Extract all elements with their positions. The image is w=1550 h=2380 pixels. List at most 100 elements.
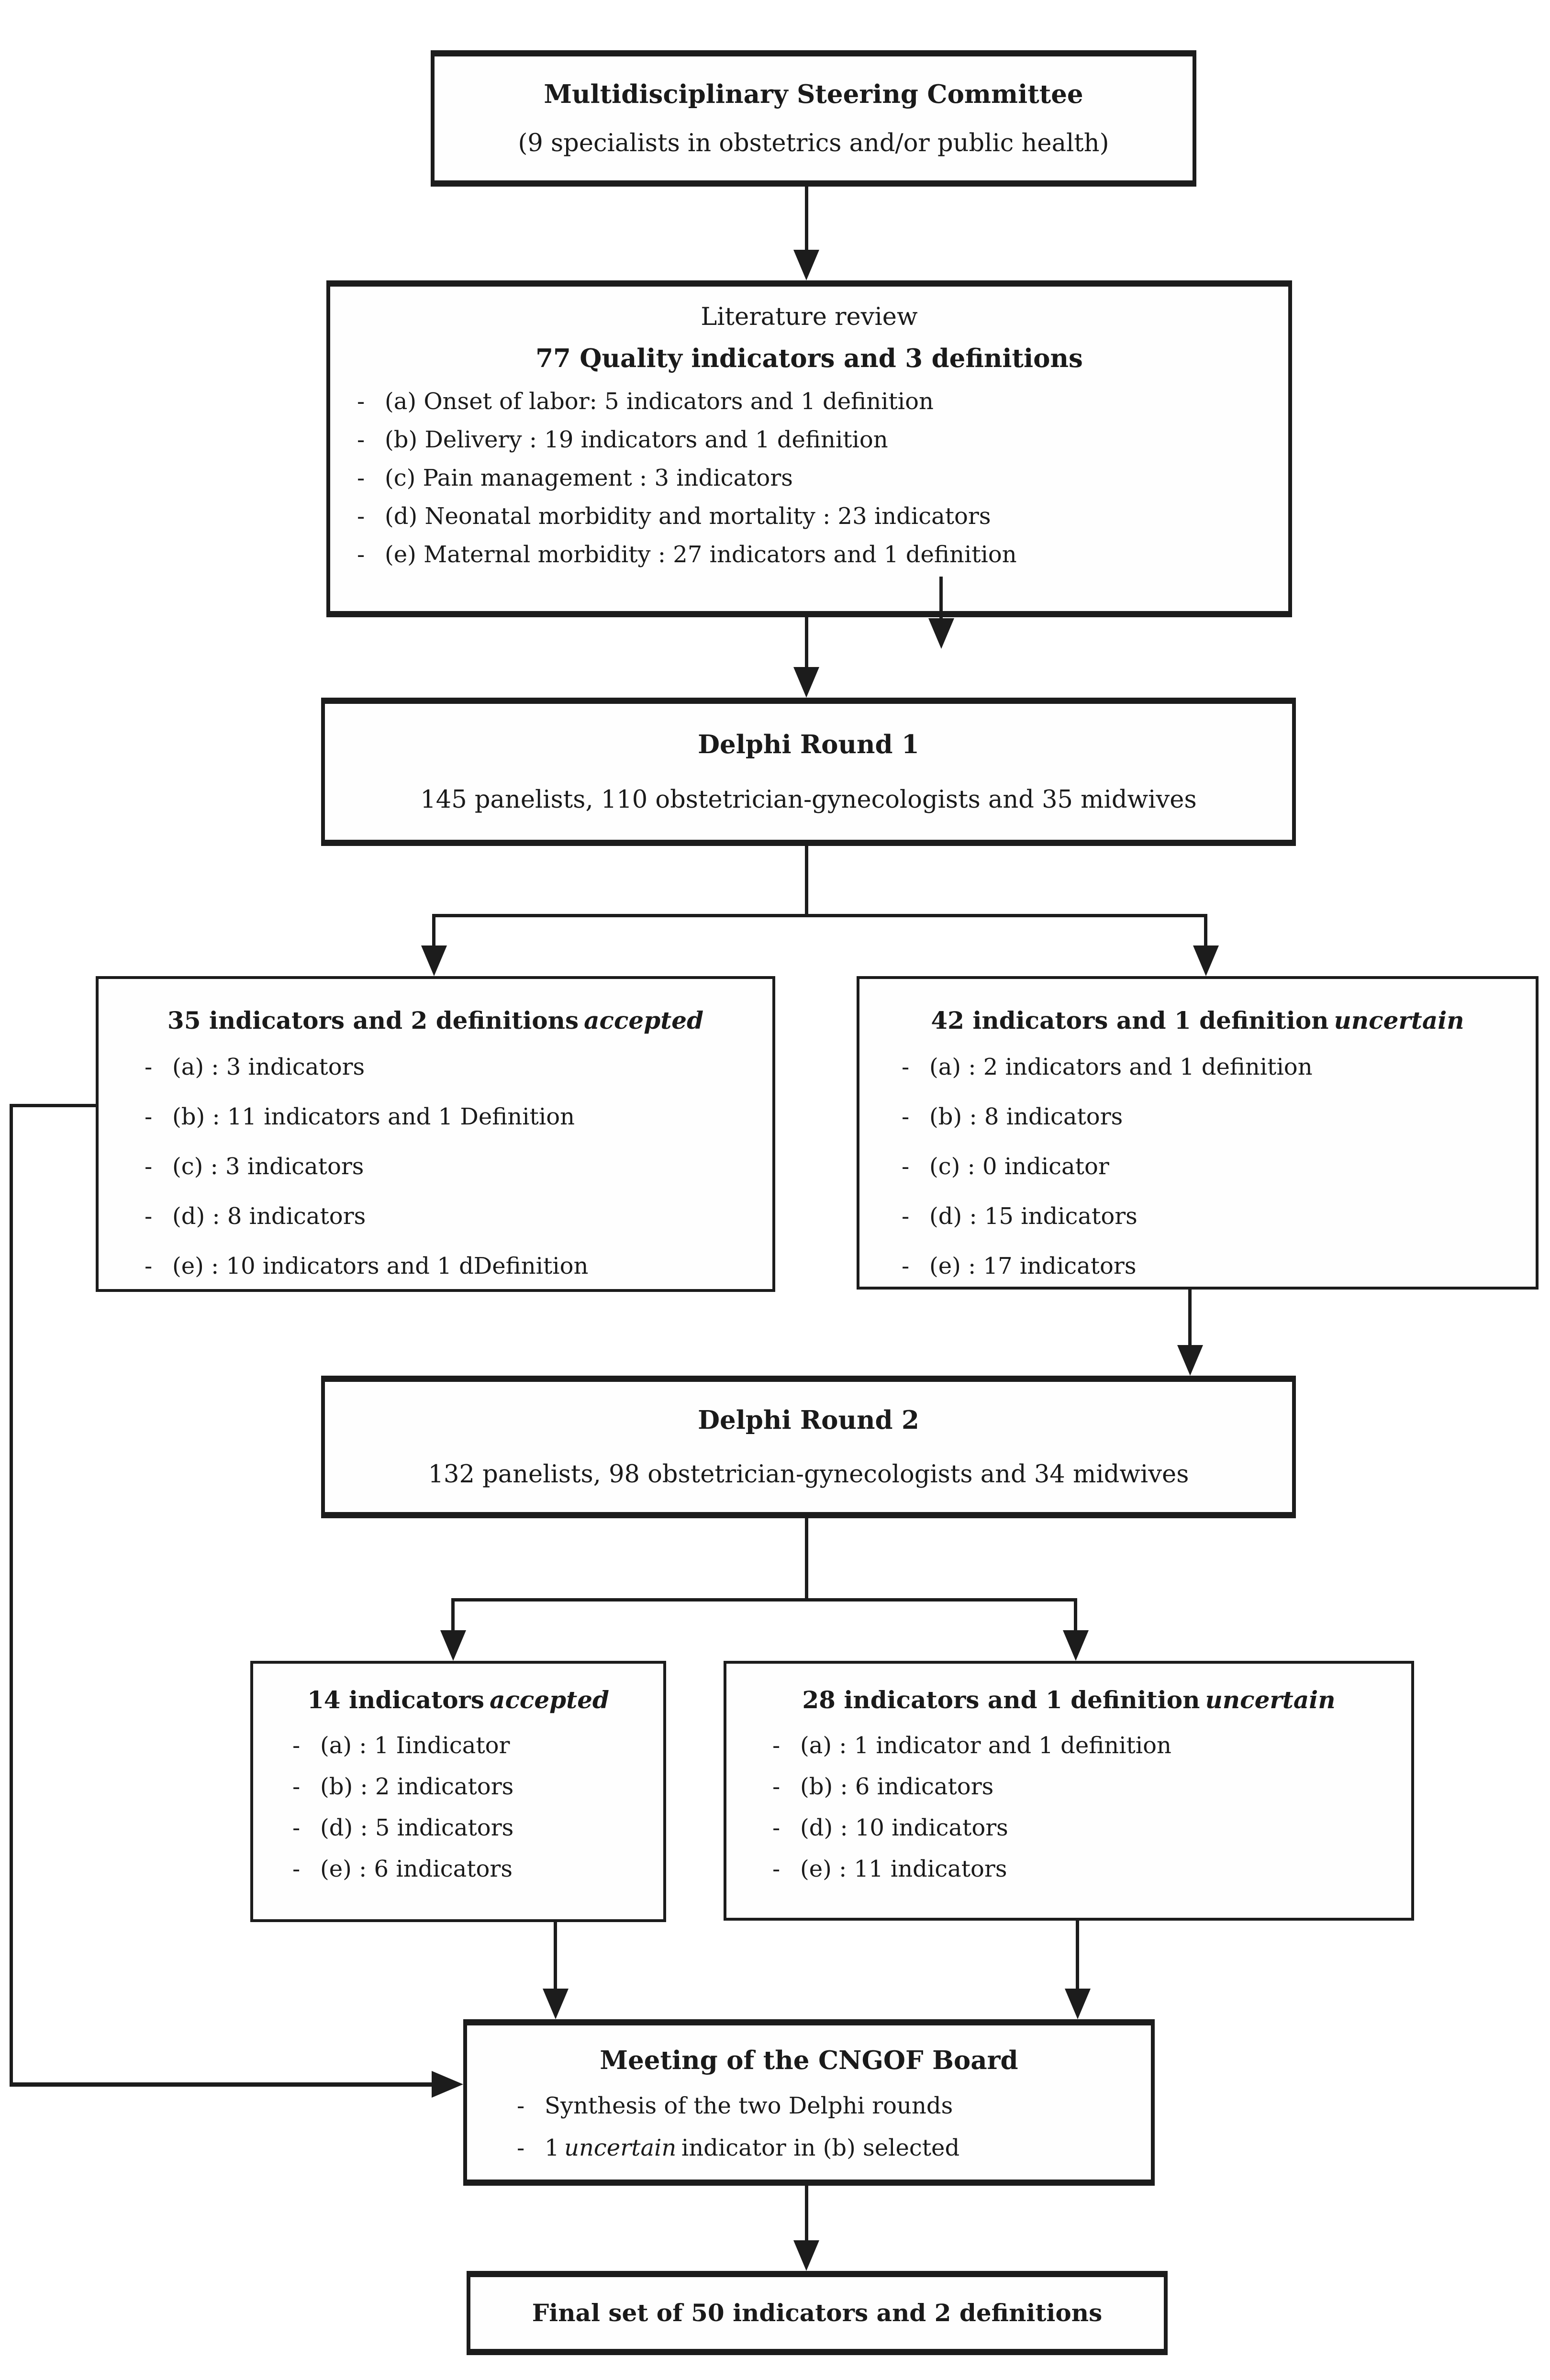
bullet-dash: - <box>357 465 365 491</box>
list-item: - (e) : 10 indicators and 1 dDefinition <box>145 1241 772 1291</box>
bullet-dash: - <box>357 541 365 568</box>
arrowhead-down-icon <box>1177 1345 1203 1376</box>
literature-review-title: Literature review <box>701 303 918 331</box>
list-item: - (a) : 1 Iindicator <box>292 1725 663 1766</box>
connector-line <box>805 186 808 254</box>
list-item-text: (a) : 2 indicators and 1 definition <box>929 1054 1313 1080</box>
round2-uncertain-title-main: 28 indicators and 1 definition <box>802 1686 1200 1714</box>
list-item-text: (b) Delivery : 19 indicators and 1 defin… <box>385 426 888 453</box>
connector-line <box>1076 1921 1079 1991</box>
round2-uncertain-title-emphasis: uncertain <box>1205 1686 1336 1714</box>
steering-committee-title: Multidisciplinary Steering Committee <box>544 79 1083 109</box>
list-item: - (d) : 5 indicators <box>292 1807 663 1848</box>
bullet-dash: - <box>772 1773 781 1800</box>
connector-line <box>805 614 808 670</box>
bullet-dash: - <box>145 1153 153 1180</box>
cngof-board-box: Meeting of the CNGOF Board - Synthesis o… <box>463 2019 1155 2186</box>
round2-accepted-title-main: 14 indicators <box>307 1686 485 1714</box>
list-item-text: (d) Neonatal morbidity and mortality : 2… <box>385 503 991 530</box>
connector-line <box>805 846 808 917</box>
arrowhead-down-icon <box>421 945 447 976</box>
arrowhead-down-icon <box>793 667 819 698</box>
bullet-dash: - <box>772 1856 781 1882</box>
list-item-text: (d) : 10 indicators <box>800 1814 1008 1841</box>
connector-line <box>805 1518 808 1601</box>
steering-committee-subtitle: (9 specialists in obstetrics and/or publ… <box>518 129 1109 158</box>
list-item: - (c) Pain management : 3 indicators <box>357 459 1288 497</box>
steering-committee-box: Multidisciplinary Steering Committee (9 … <box>431 50 1196 187</box>
arrowhead-right-icon <box>432 2071 463 2098</box>
bullet-dash: - <box>517 2135 525 2161</box>
list-item: - (a) Onset of labor: 5 indicators and 1… <box>357 382 1288 421</box>
list-item: - (c) : 3 indicators <box>145 1142 772 1191</box>
bullet-dash: - <box>902 1153 910 1180</box>
list-item-text: (a) Onset of labor: 5 indicators and 1 d… <box>385 388 934 415</box>
bullet-dash: - <box>292 1773 301 1800</box>
cngof-board-title: Meeting of the CNGOF Board <box>600 2046 1018 2075</box>
bullet-dash: - <box>902 1203 910 1230</box>
list-item-text: (e) Maternal morbidity : 27 indicators a… <box>385 541 1017 568</box>
list-item-text: Synthesis of the two Delphi rounds <box>545 2092 953 2119</box>
round2-uncertain-list: - (a) : 1 indicator and 1 definition - (… <box>772 1725 1411 1890</box>
list-item: - (e) Maternal morbidity : 27 indicators… <box>357 535 1288 574</box>
delphi-round-1-title: Delphi Round 1 <box>698 730 919 760</box>
list-item-text: (d) : 15 indicators <box>929 1203 1137 1230</box>
round2-accepted-list: - (a) : 1 Iindicator - (b) : 2 indicator… <box>292 1725 663 1890</box>
cngof-board-list: - Synthesis of the two Delphi rounds - 1… <box>517 2085 1151 2169</box>
final-set-title: Final set of 50 indicators and 2 definit… <box>532 2299 1103 2327</box>
list-item: - (c) : 0 indicator <box>902 1142 1536 1191</box>
delphi-round-2-subtitle: 132 panelists, 98 obstetrician-gynecolog… <box>428 1460 1189 1489</box>
list-item: - Synthesis of the two Delphi rounds <box>517 2085 1151 2127</box>
delphi-round-1-subtitle: 145 panelists, 110 obstetrician-gynecolo… <box>420 785 1197 814</box>
list-item: - (a) : 3 indicators <box>145 1042 772 1092</box>
final-set-box: Final set of 50 indicators and 2 definit… <box>467 2271 1168 2355</box>
list-item-text: (e) : 10 indicators and 1 dDefinition <box>172 1253 589 1279</box>
list-item: - (d) : 10 indicators <box>772 1807 1411 1848</box>
list-item-text: (d) : 8 indicators <box>172 1203 366 1230</box>
list-item-text: (b) : 11 indicators and 1 Definition <box>172 1103 575 1130</box>
list-item-text: (c) Pain management : 3 indicators <box>385 465 793 491</box>
literature-review-subtitle: 77 Quality indicators and 3 definitions <box>535 344 1083 373</box>
round1-accepted-title-main: 35 indicators and 2 definitions <box>167 1006 579 1034</box>
list-item: - (e) : 17 indicators <box>902 1241 1536 1291</box>
board-item2-post: indicator in (b) selected <box>681 2135 960 2161</box>
list-item-text: (c) : 3 indicators <box>172 1153 364 1180</box>
bullet-dash: - <box>772 1732 781 1759</box>
arrowhead-down-icon <box>543 1989 569 2019</box>
connector-line <box>1188 1290 1192 1351</box>
bullet-dash: - <box>357 426 365 453</box>
bullet-dash: - <box>902 1103 910 1130</box>
round1-accepted-list: - (a) : 3 indicators - (b) : 11 indicato… <box>145 1042 772 1291</box>
list-item-text: (a) : 3 indicators <box>172 1054 365 1080</box>
list-item-text: (e) : 11 indicators <box>800 1856 1007 1882</box>
bullet-dash: - <box>357 388 365 415</box>
bullet-dash: - <box>145 1103 153 1130</box>
connector-line <box>432 914 1207 917</box>
bullet-dash: - <box>517 2092 525 2119</box>
list-item-text: (a) : 1 indicator and 1 definition <box>800 1732 1171 1759</box>
list-item: - (e) : 11 indicators <box>772 1848 1411 1890</box>
connector-line <box>805 2185 808 2244</box>
connector-line <box>451 1598 455 1634</box>
list-item-text: (e) : 6 indicators <box>320 1856 513 1882</box>
bullet-dash: - <box>145 1203 153 1230</box>
arrowhead-down-icon <box>793 250 819 280</box>
bullet-dash: - <box>902 1054 910 1080</box>
list-item: - (e) : 6 indicators <box>292 1848 663 1890</box>
list-item: - (a) : 1 indicator and 1 definition <box>772 1725 1411 1766</box>
connector-line <box>10 2082 435 2087</box>
list-item-text: (b) : 2 indicators <box>320 1773 514 1800</box>
bullet-dash: - <box>772 1814 781 1841</box>
bullet-dash: - <box>292 1856 301 1882</box>
arrowhead-down-icon <box>440 1630 466 1661</box>
arrowhead-down-icon <box>1065 1989 1091 2019</box>
